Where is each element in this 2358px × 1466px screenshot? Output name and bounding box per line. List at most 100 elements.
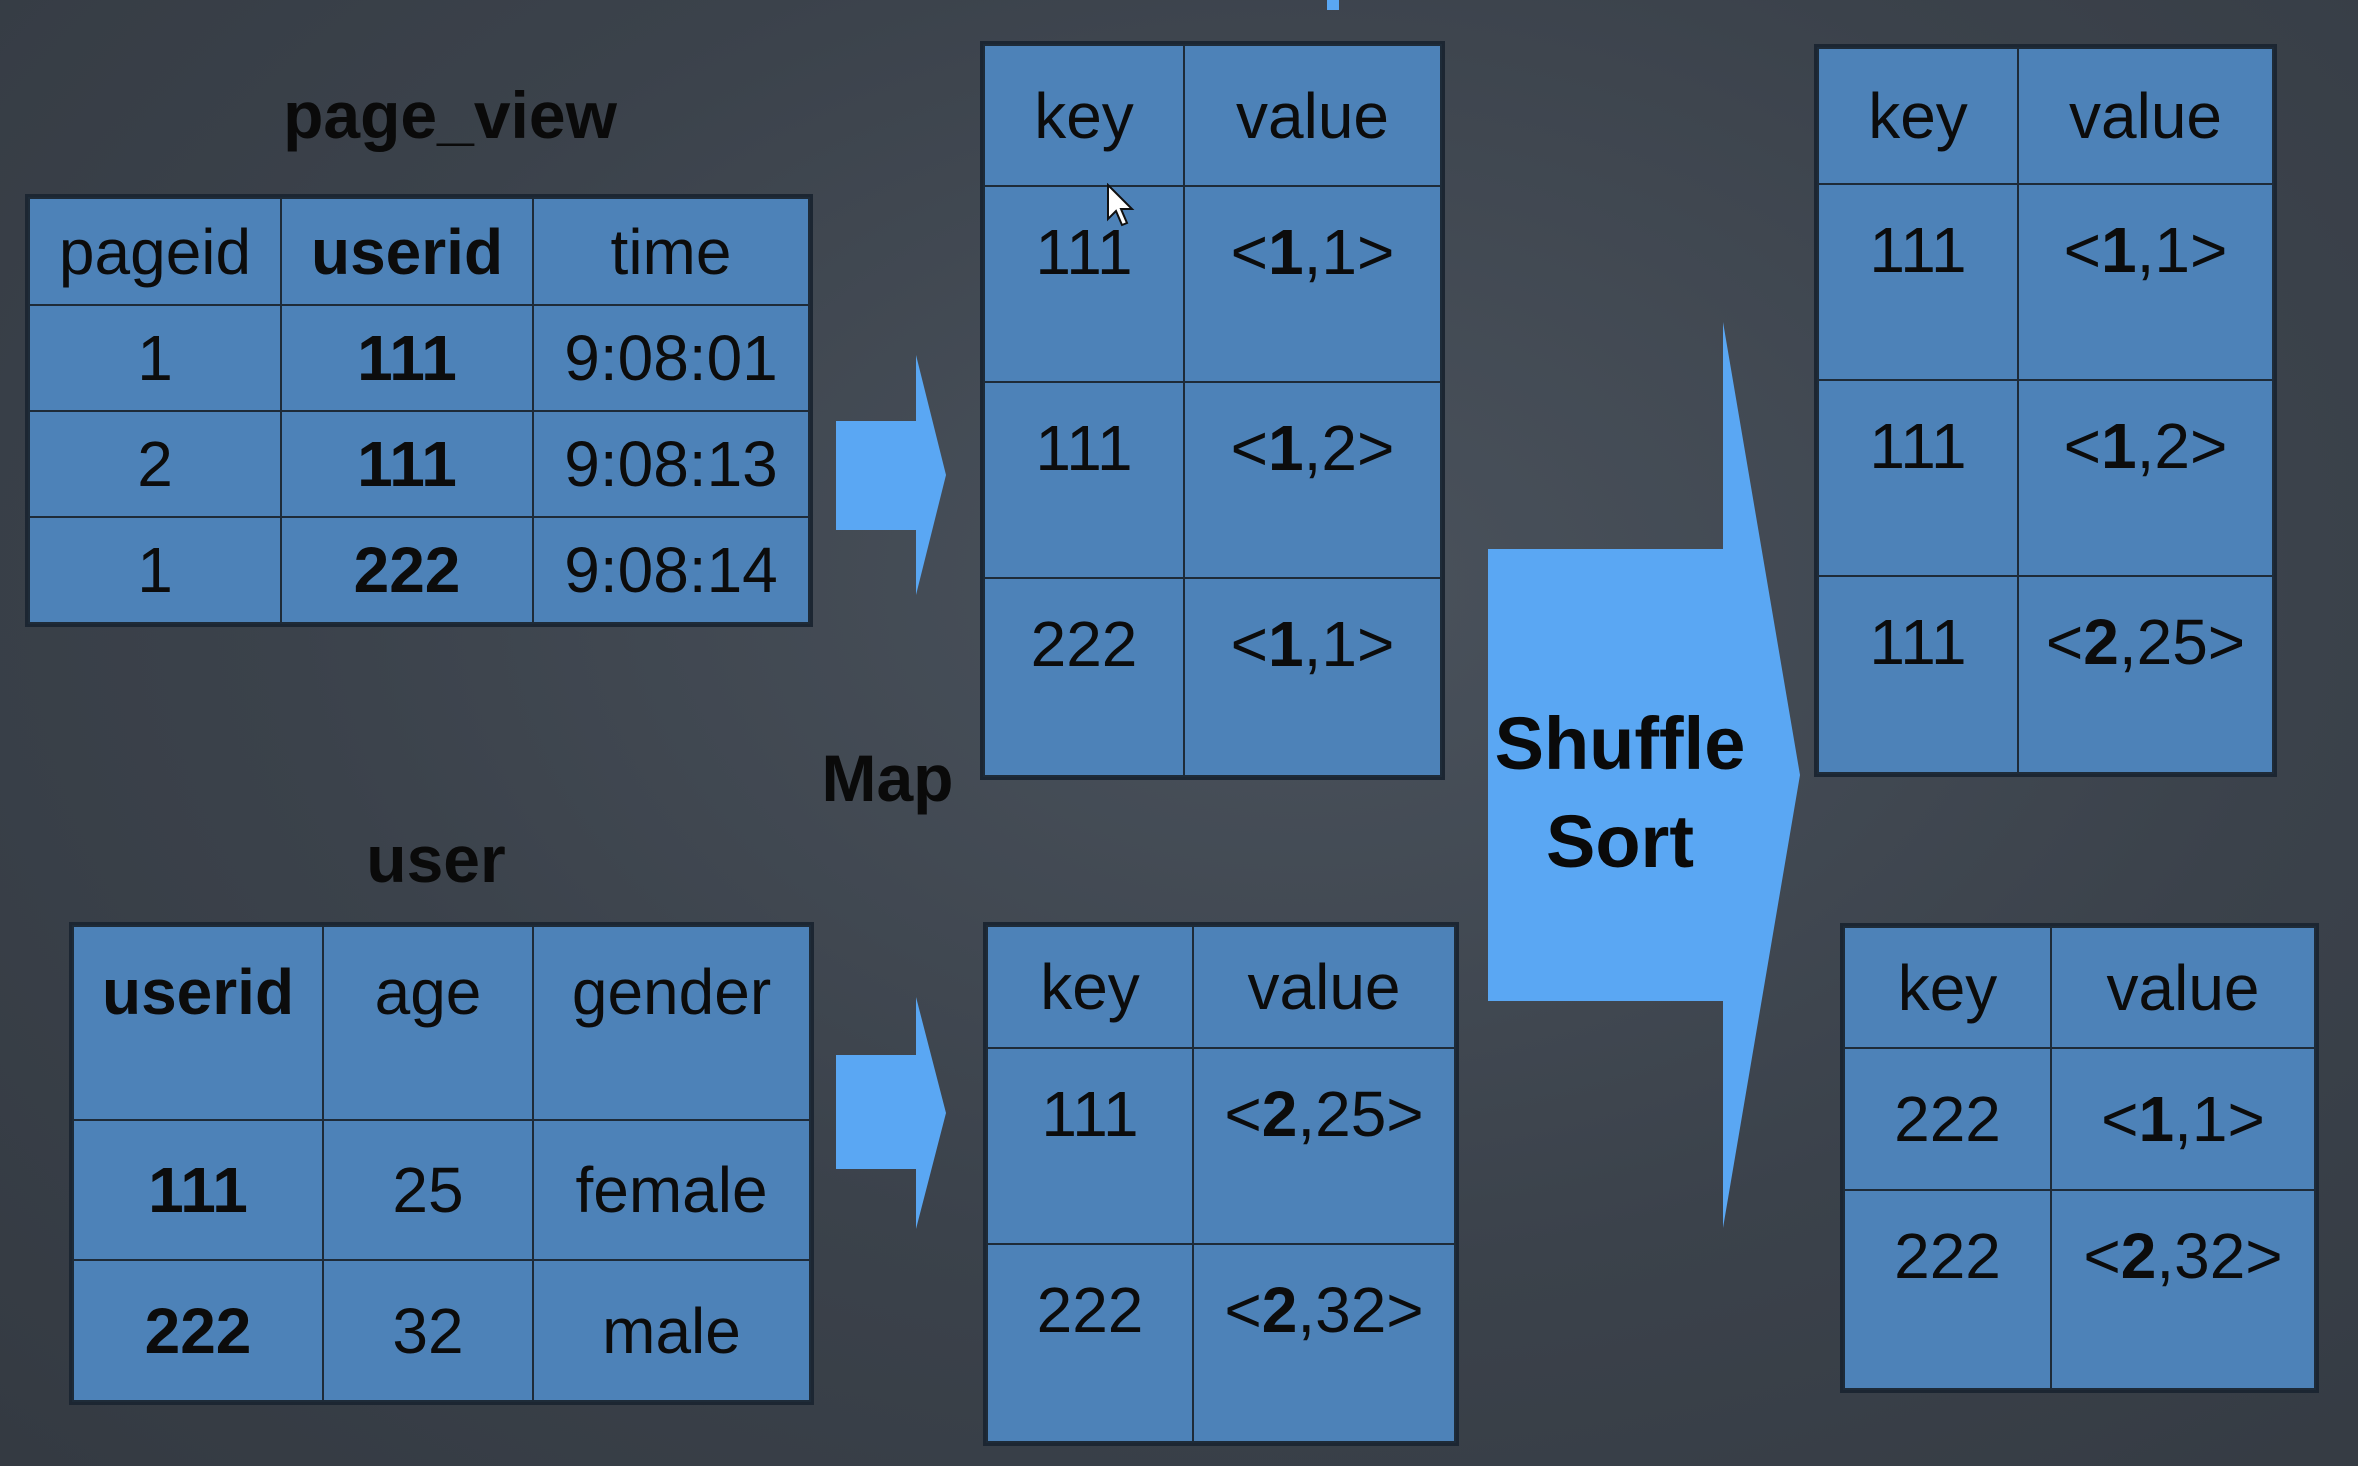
key-cell: 222 xyxy=(986,1243,1194,1443)
header-cell: userid xyxy=(72,925,324,1121)
table-row: 111 <2,25> xyxy=(1817,575,2274,774)
value-rest: ,2> xyxy=(1303,412,1395,484)
table-row: 111 <1,2> xyxy=(1817,379,2274,577)
value-rest: ,25> xyxy=(2118,606,2246,678)
value-prefix: < xyxy=(2083,1220,2121,1292)
cell: 111 xyxy=(280,410,534,518)
page-view-table: pageid userid time 1 111 9:08:01 2 111 9… xyxy=(25,194,813,627)
value-prefix: < xyxy=(2045,606,2084,678)
cell: 9:08:13 xyxy=(532,410,810,518)
table-row: 222 <2,32> xyxy=(1843,1189,2316,1390)
value-prefix: < xyxy=(1224,1078,1262,1150)
key-cell: 222 xyxy=(1843,1189,2052,1390)
cell: 32 xyxy=(322,1259,534,1402)
value-rest: ,32> xyxy=(2156,1220,2283,1292)
map-user-table: key value 111 <2,25> 222 <2,32> xyxy=(983,922,1459,1446)
value-tag: 2 xyxy=(1261,1274,1298,1346)
table-row: 1 222 9:08:14 xyxy=(28,516,810,624)
key-cell: 222 xyxy=(1843,1047,2052,1191)
table-row: 111 <1,2> xyxy=(983,381,1442,579)
value-tag: 1 xyxy=(1268,216,1304,288)
value-cell: <1,1> xyxy=(2050,1047,2316,1191)
key-cell: 111 xyxy=(986,1047,1194,1245)
header-cell: key xyxy=(986,925,1194,1049)
value-prefix: < xyxy=(1230,608,1269,680)
key-cell: 111 xyxy=(1817,575,2019,774)
header-cell: age xyxy=(322,925,534,1121)
cell: 9:08:14 xyxy=(532,516,810,624)
header-cell: userid xyxy=(280,197,534,306)
cell: male xyxy=(532,1259,811,1402)
value-tag: 1 xyxy=(2101,214,2137,286)
value-tag: 2 xyxy=(2083,606,2119,678)
cell: 1 xyxy=(28,304,282,412)
value-prefix: < xyxy=(2101,1083,2139,1155)
cell: 1 xyxy=(28,516,282,624)
sort-word: Sort xyxy=(1546,800,1694,883)
table-row: 111 <1,1> xyxy=(983,185,1442,383)
value-tag: 1 xyxy=(2138,1083,2175,1155)
value-cell: <2,25> xyxy=(1192,1047,1456,1245)
map-label: Map xyxy=(821,741,954,815)
table-row: 111 <1,1> xyxy=(1817,183,2274,381)
table-row: 222 <1,1> xyxy=(983,577,1442,777)
cell: 9:08:01 xyxy=(532,304,810,412)
user-title: user xyxy=(366,822,506,896)
table-row: 111 <2,25> xyxy=(986,1047,1456,1245)
table-row: 222 <1,1> xyxy=(1843,1047,2316,1191)
value-rest: ,1> xyxy=(1303,216,1395,288)
value-prefix: < xyxy=(1224,1274,1262,1346)
cell: 2 xyxy=(28,410,282,518)
top-edge-mark xyxy=(1327,0,1339,10)
header-cell: value xyxy=(1183,44,1442,187)
value-prefix: < xyxy=(2063,214,2102,286)
header-cell: value xyxy=(2017,47,2274,185)
key-cell: 111 xyxy=(1817,183,2019,381)
map-pageview-table: key value 111 <1,1> 111 <1,2> 222 <1,1> xyxy=(980,41,1445,780)
key-cell: 111 xyxy=(983,381,1185,579)
value-tag: 1 xyxy=(2101,410,2137,482)
value-cell: <1,1> xyxy=(2017,183,2274,381)
value-cell: <1,2> xyxy=(1183,381,1442,579)
cell: 25 xyxy=(322,1119,534,1261)
value-tag: 2 xyxy=(2120,1220,2157,1292)
key-cell: 111 xyxy=(1817,379,2019,577)
value-prefix: < xyxy=(2063,410,2102,482)
value-rest: ,2> xyxy=(2136,410,2228,482)
header-cell: gender xyxy=(532,925,811,1121)
map-arrow-top xyxy=(836,355,946,595)
table-row: 111 25 female xyxy=(72,1119,811,1261)
shuffle-sort-arrow xyxy=(1488,322,1800,1228)
sorted-222-table: key value 222 <1,1> 222 <2,32> xyxy=(1840,923,2319,1393)
cell: female xyxy=(532,1119,811,1261)
mouse-cursor-icon xyxy=(1107,183,1135,227)
value-rest: ,1> xyxy=(1303,608,1395,680)
map-arrow-bottom xyxy=(836,997,946,1229)
key-cell: 111 xyxy=(983,185,1185,383)
cell: 222 xyxy=(72,1259,324,1402)
table-row: 222 <2,32> xyxy=(986,1243,1456,1443)
value-rest: ,1> xyxy=(2136,214,2228,286)
value-tag: 2 xyxy=(1261,1078,1298,1150)
shuffle-word: Shuffle xyxy=(1494,702,1746,785)
header-cell: key xyxy=(1843,926,2052,1049)
sorted-111-table: key value 111 <1,1> 111 <1,2> 111 <2,25> xyxy=(1814,44,2277,777)
header-cell: value xyxy=(1192,925,1456,1049)
header-cell: pageid xyxy=(28,197,282,306)
header-cell: value xyxy=(2050,926,2316,1049)
table-row: 1 111 9:08:01 xyxy=(28,304,810,412)
value-tag: 1 xyxy=(1268,608,1304,680)
value-rest: ,25> xyxy=(1297,1078,1424,1150)
value-tag: 1 xyxy=(1268,412,1304,484)
header-cell: key xyxy=(1817,47,2019,185)
header-cell: key xyxy=(983,44,1185,187)
value-prefix: < xyxy=(1230,412,1269,484)
value-rest: ,1> xyxy=(2174,1083,2265,1155)
cell: 111 xyxy=(72,1119,324,1261)
value-cell: <1,2> xyxy=(2017,379,2274,577)
user-table: userid age gender 111 25 female 222 32 m… xyxy=(69,922,814,1405)
key-cell: 222 xyxy=(983,577,1185,777)
value-cell: <2,32> xyxy=(2050,1189,2316,1390)
cell: 222 xyxy=(280,516,534,624)
value-cell: <1,1> xyxy=(1183,577,1442,777)
